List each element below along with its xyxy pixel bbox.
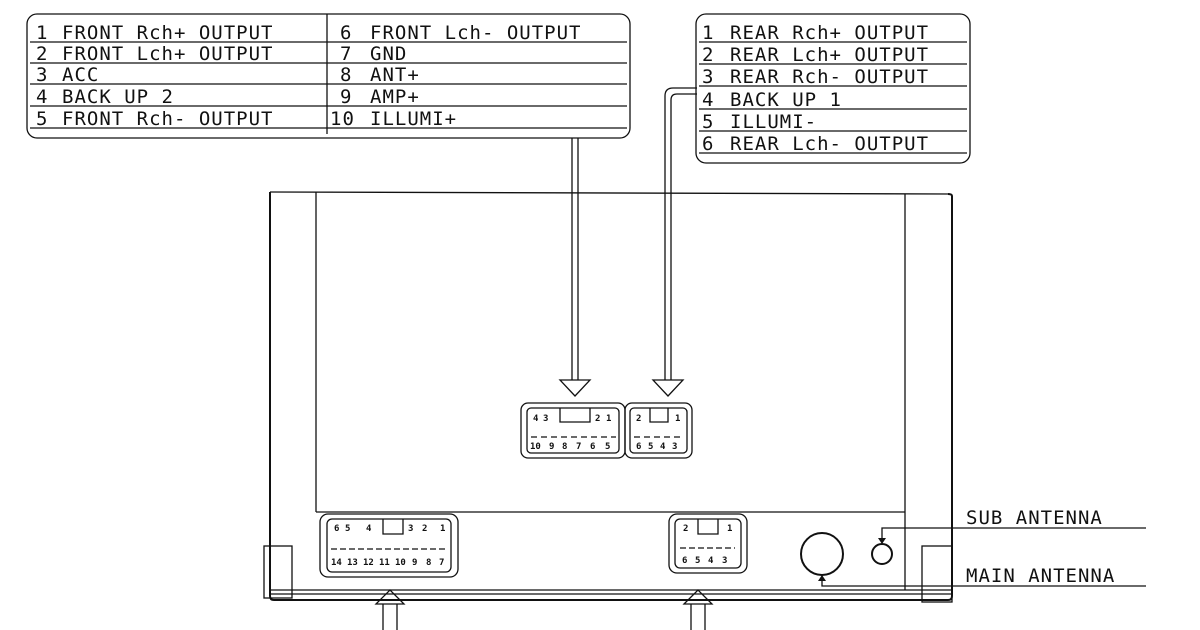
lower14-top-pin-3: 3 [408,524,413,534]
front-pin-1-number: 1 [36,22,48,44]
front-pin-3-label: ACC [62,64,99,86]
front10-bottom-pin-10: 10 [530,442,541,452]
lower6-top-pin-2: 2 [683,524,688,534]
lower14-bottom-pin-7: 7 [439,558,444,568]
front-pin-2-number: 2 [36,43,48,65]
rear-pin-1-label: REAR Rch+ OUTPUT [730,22,929,44]
sub-antenna-label: SUB ANTENNA [966,507,1103,529]
front10-top-pin-2: 2 [595,414,600,424]
rear6-bottom-pin-5: 5 [648,442,653,452]
rear-pin-1-number: 1 [702,22,714,44]
rear-pin-4-number: 4 [702,89,714,111]
rear6-top-pin-2: 2 [636,414,641,424]
rear-connector-pin-table: 1 REAR Rch+ OUTPUT 2 REAR Lch+ OUTPUT 3 … [695,13,971,164]
head-unit-chassis [269,191,953,601]
main-antenna-label: MAIN ANTENNA [966,565,1115,587]
rear-pin-2-label: REAR Lch+ OUTPUT [730,44,929,66]
front-pin-5-label: FRONT Rch- OUTPUT [62,108,273,130]
front-connector-leader-arrow [558,138,592,397]
lower14-top-pin-2: 2 [422,524,427,534]
main-antenna-jack [800,532,844,576]
front-pin-9-label: AMP+ [370,86,420,108]
lower-6-pin-connector: 2 1 6 5 4 3 [668,513,748,574]
rear-pin-6-label: REAR Lch- OUTPUT [730,133,929,155]
front-pin-2-label: FRONT Lch+ OUTPUT [62,43,273,65]
rear-pin-4-label: BACK UP 1 [730,89,842,111]
front10-top-pin-3: 3 [543,414,548,424]
lower6-bottom-pin-4: 4 [708,556,714,566]
lower-6-pin-harness-arrow [682,589,714,630]
front-pin-8-label: ANT+ [370,64,420,86]
rear-pin-5-number: 5 [702,111,714,133]
main-antenna-leader [818,575,1146,587]
lower14-bottom-pin-8: 8 [426,558,431,568]
sub-antenna-jack [871,543,893,565]
lower14-bottom-pin-13: 13 [347,558,358,568]
rear-pin-2-number: 2 [702,44,714,66]
front-pin-7-number: 7 [340,43,352,65]
front-pin-8-number: 8 [340,64,352,86]
rear-connector-leader-arrow [651,87,697,397]
rear-6-pin-connector: 2 1 6 5 4 3 [624,402,693,459]
lower14-bottom-pin-14: 14 [331,558,342,568]
lower6-bottom-pin-5: 5 [695,556,700,566]
sub-antenna-leader [878,527,1146,544]
front-10-pin-connector: 4 3 2 1 10 9 8 7 6 5 [520,402,626,459]
front-pin-7-label: GND [370,43,407,65]
front10-bottom-pin-9: 9 [549,442,554,452]
lower14-top-pin-4: 4 [366,524,372,534]
rear-pin-3-number: 3 [702,66,714,88]
lower14-bottom-pin-10: 10 [395,558,406,568]
front10-bottom-pin-7: 7 [576,442,581,452]
front-pin-5-number: 5 [36,108,48,130]
lower6-bottom-pin-3: 3 [722,556,727,566]
rear-pin-6-number: 6 [702,133,714,155]
lower-14-pin-harness-arrow [374,589,406,630]
lower14-top-pin-1: 1 [440,524,445,534]
lower14-top-pin-6: 6 [334,524,339,534]
front10-top-pin-4: 4 [533,414,539,424]
front10-bottom-pin-8: 8 [562,442,567,452]
front-pin-3-number: 3 [36,64,48,86]
lower6-bottom-pin-6: 6 [682,556,687,566]
front-pin-10-number: 10 [330,108,355,130]
front-pin-6-label: FRONT Lch- OUTPUT [370,22,581,44]
front10-top-pin-1: 1 [606,414,611,424]
rear-pin-3-label: REAR Rch- OUTPUT [730,66,929,88]
front-pin-4-number: 4 [36,86,48,108]
lower14-bottom-pin-9: 9 [412,558,417,568]
lower-14-pin-connector: 6 5 4 3 2 1 14 13 12 11 10 9 8 7 [319,513,459,578]
front10-bottom-pin-6: 6 [590,442,595,452]
rear6-bottom-pin-6: 6 [636,442,641,452]
front-pin-10-label: ILLUMI+ [370,108,457,130]
rear-pin-5-label: ILLUMI- [730,111,817,133]
front-connector-pin-table: 1 FRONT Rch+ OUTPUT 2 FRONT Lch+ OUTPUT … [26,13,631,139]
front-pin-1-label: FRONT Rch+ OUTPUT [62,22,273,44]
front-pin-4-label: BACK UP 2 [62,86,174,108]
rear6-bottom-pin-4: 4 [660,442,666,452]
lower14-top-pin-5: 5 [345,524,350,534]
lower6-top-pin-1: 1 [727,524,732,534]
right-mounting-bracket [921,545,953,603]
front10-bottom-pin-5: 5 [605,442,610,452]
rear6-top-pin-1: 1 [675,414,680,424]
lower14-bottom-pin-11: 11 [379,558,390,568]
lower14-bottom-pin-12: 12 [363,558,374,568]
left-mounting-bracket [263,545,293,599]
rear6-bottom-pin-3: 3 [672,442,677,452]
front-pin-6-number: 6 [340,22,352,44]
front-pin-9-number: 9 [340,86,352,108]
